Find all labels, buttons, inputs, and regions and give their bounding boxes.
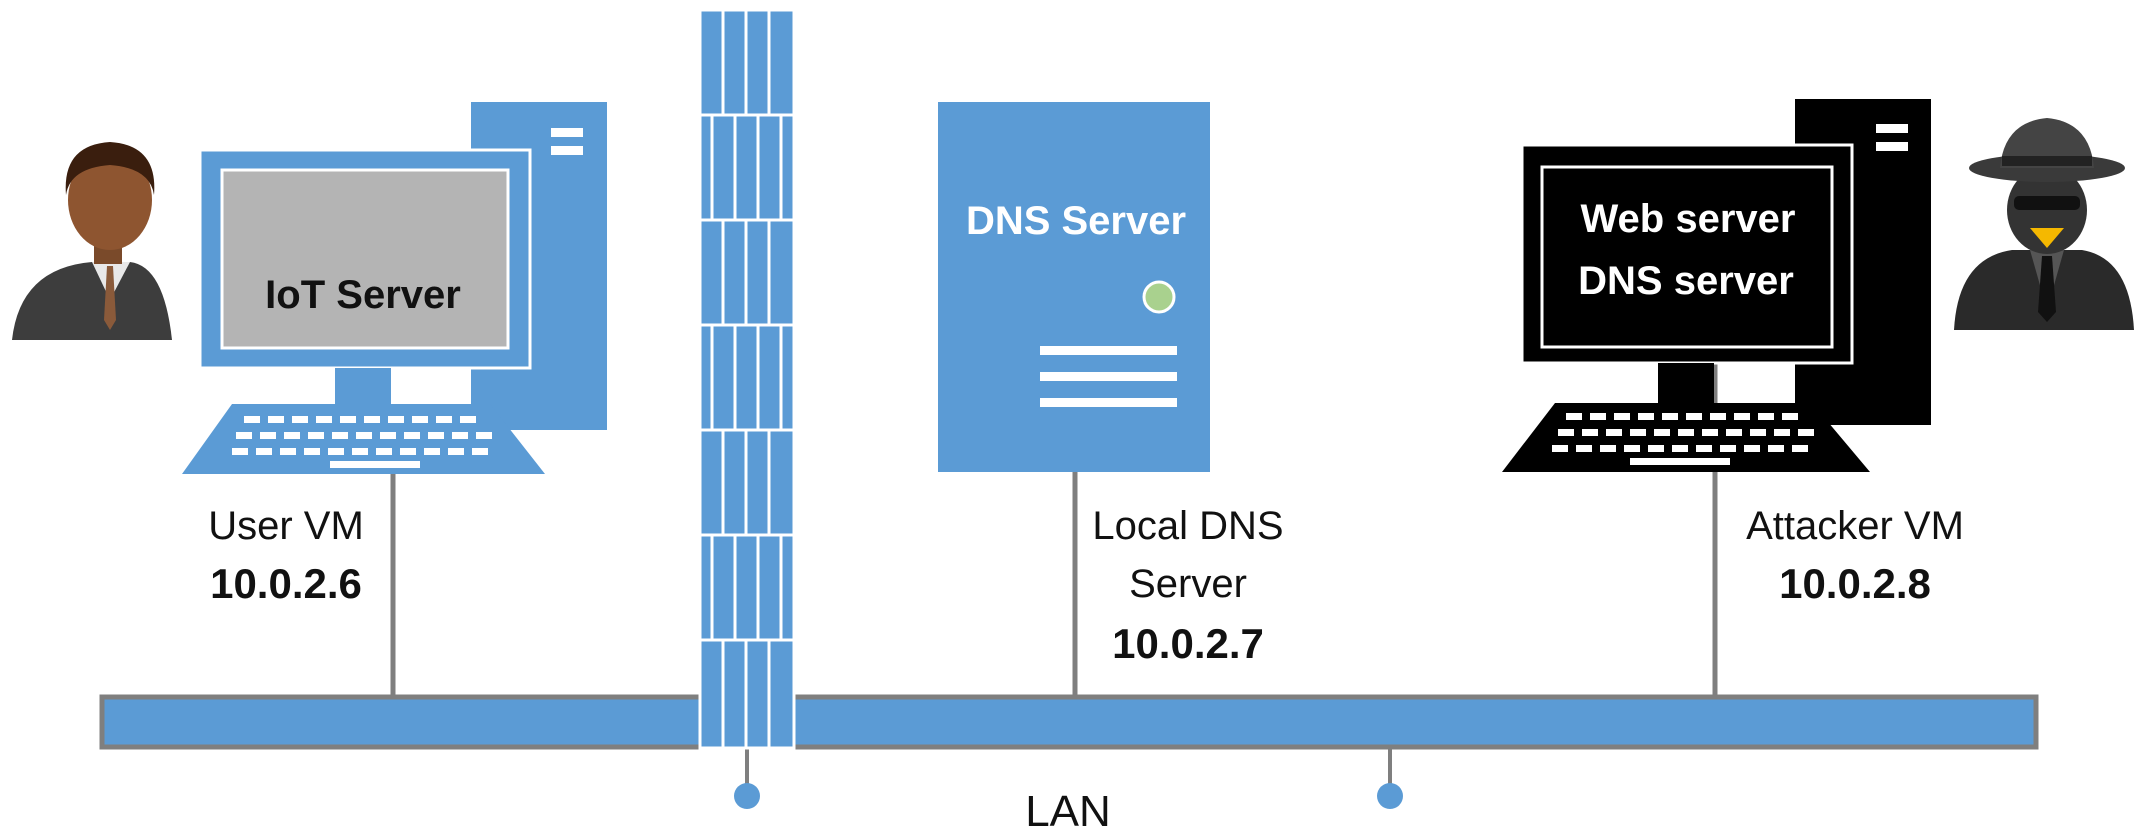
user-avatar-icon — [12, 142, 172, 340]
attacker-vm-ip: 10.0.2.8 — [1779, 560, 1931, 607]
dns-server-label-line2: Server — [1129, 562, 1247, 606]
user-vm-ip: 10.0.2.6 — [210, 560, 362, 607]
attacker-spy-icon — [1954, 118, 2134, 330]
dns-server-ip: 10.0.2.7 — [1112, 620, 1264, 667]
firewall-icon — [698, 8, 796, 750]
status-led-icon — [1142, 280, 1176, 314]
attacker-screen-line1: Web server — [1581, 197, 1796, 241]
dns-server-box — [938, 102, 1210, 472]
user-vm-computer — [182, 102, 607, 474]
lan-bus — [99, 694, 2039, 809]
dns-server-box-text: DNS Server — [966, 199, 1186, 243]
attacker-screen-line2: DNS server — [1578, 259, 1794, 303]
user-vm-screen-text: IoT Server — [265, 273, 461, 317]
lan-label: LAN — [1025, 787, 1111, 833]
user-vm-label: User VM — [208, 504, 364, 548]
dns-server-label-line1: Local DNS — [1092, 504, 1283, 548]
attacker-vm-label: Attacker VM — [1746, 504, 1964, 548]
attacker-vm-computer — [1502, 99, 1931, 472]
